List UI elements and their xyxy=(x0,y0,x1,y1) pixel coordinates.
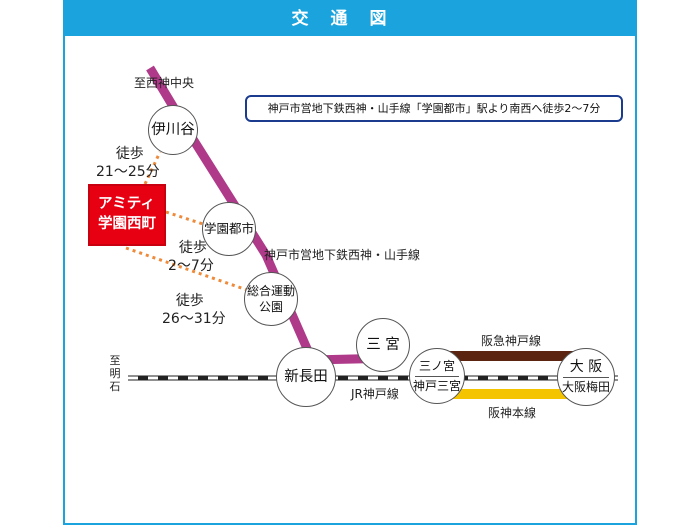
walk-route-gakuen-toshi xyxy=(165,210,207,227)
hankyu-line xyxy=(440,351,584,361)
station-shin-nagata: 新長田 xyxy=(276,347,336,407)
hanshin-line xyxy=(440,389,584,399)
walk-route-ikawadani xyxy=(143,151,162,185)
station-ikawadani: 伊川谷 xyxy=(148,105,198,155)
station-osaka-osaka-umeda: 大 阪 大阪梅田 xyxy=(557,348,615,406)
walk-routes xyxy=(125,151,251,293)
hanshin-line-label: 阪神本線 xyxy=(488,406,537,420)
jr-line-label: JR神戸線 xyxy=(351,387,399,401)
subway-line-label: 神戸市営地下鉄西神・山手線 xyxy=(264,248,421,262)
station-sannomiya-kobe-sannomiya: 三ノ宮 神戸三宮 xyxy=(409,348,465,404)
destination-marker: アミティ 学園西町 xyxy=(88,184,166,246)
direction-label: 至西神中央 xyxy=(134,76,195,90)
station-gakuen-toshi: 学園都市 xyxy=(202,202,256,256)
access-note: 神戸市営地下鉄西神・山手線「学園都市」駅より南西へ徒歩2～7分 xyxy=(245,95,623,122)
walk-time-sogo-undo: 徒歩 26～31分 xyxy=(162,293,226,327)
map-title: 交通図 xyxy=(65,2,635,36)
station-sogo-undo-koen: 総合運動 公園 xyxy=(244,272,298,326)
walk-time-gakuen-toshi: 徒歩 2～7分 xyxy=(168,240,214,274)
walk-route-sogo-undo xyxy=(125,246,251,293)
station-sannomiya: 三 宮 xyxy=(356,318,410,372)
west-label: 至 明 石 xyxy=(109,354,121,393)
walk-time-ikawadani: 徒歩 21～25分 xyxy=(96,146,160,180)
hankyu-line-label: 阪急神戸線 xyxy=(481,334,542,348)
